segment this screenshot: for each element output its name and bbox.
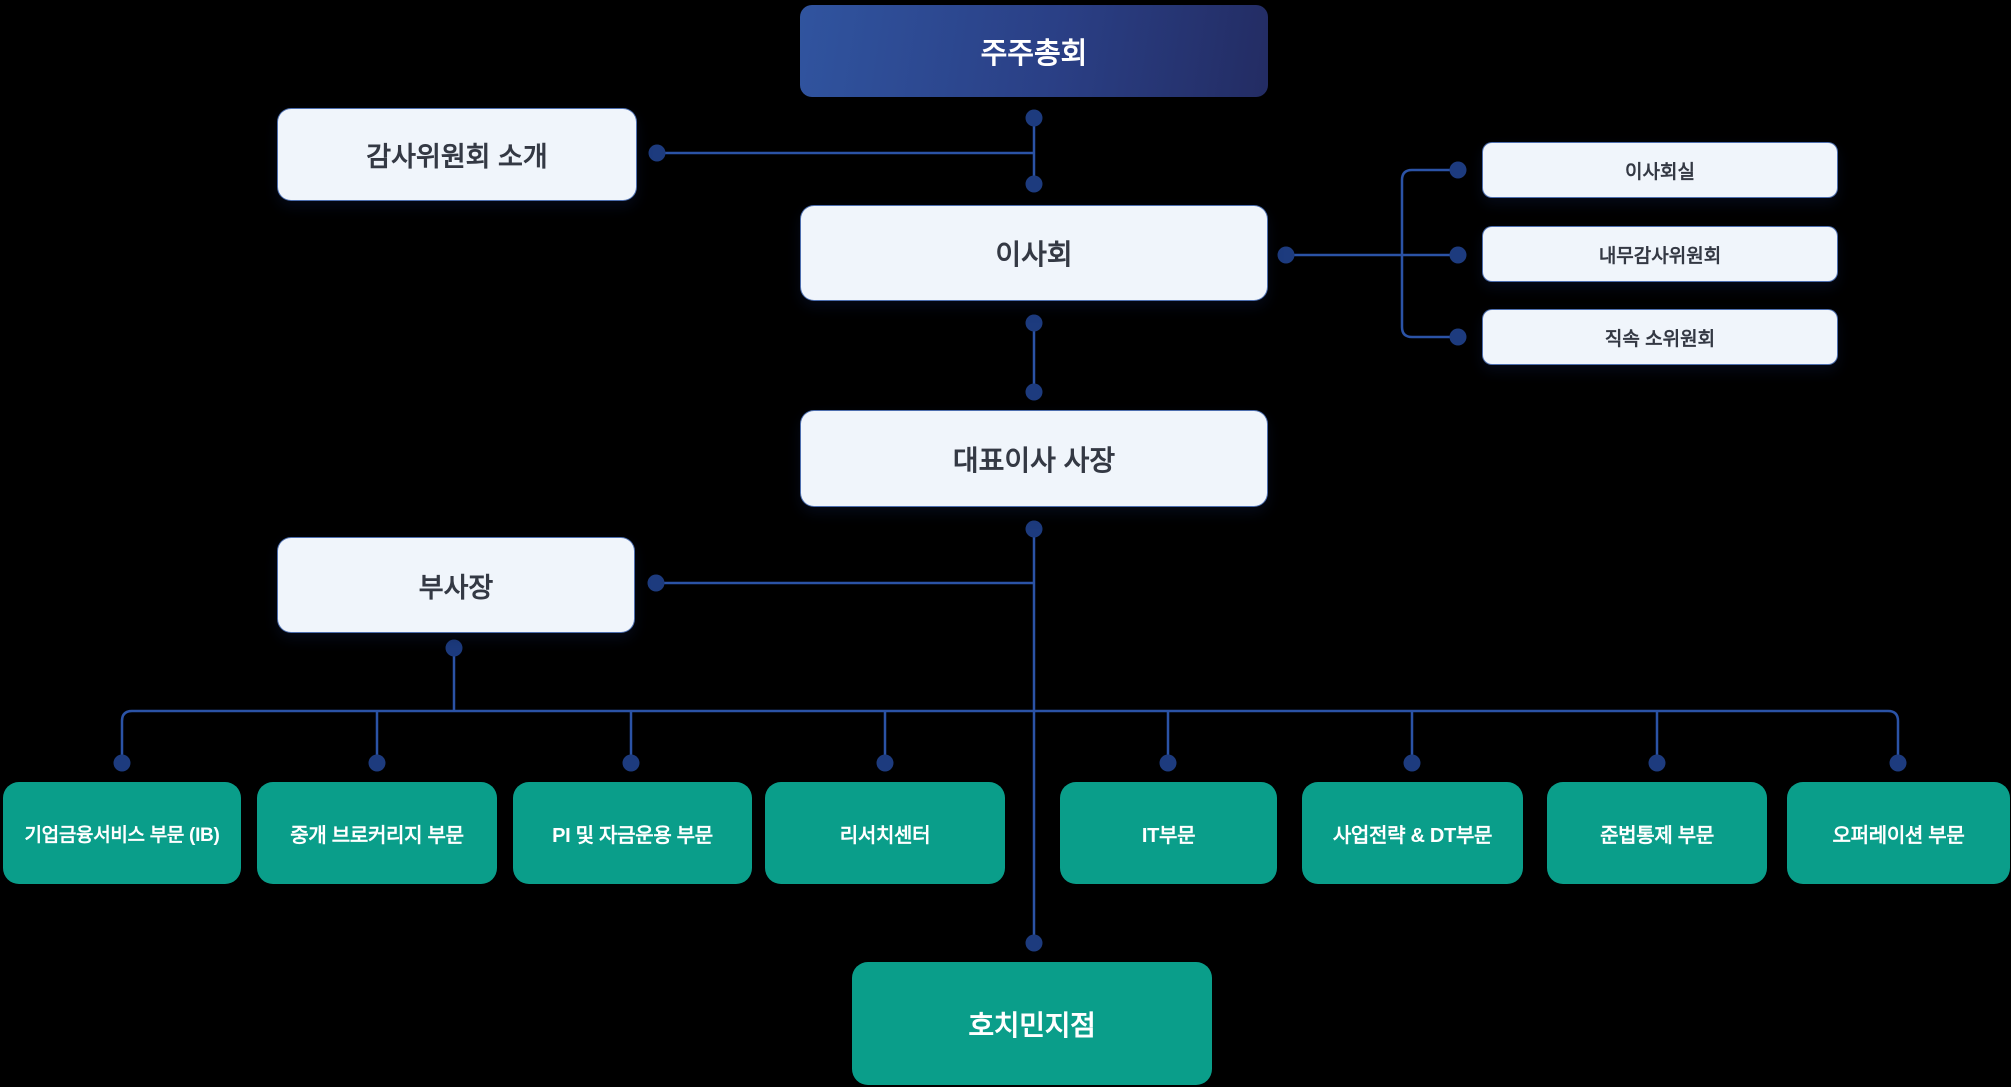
node-board-of-directors: 이사회 — [800, 205, 1268, 301]
node-division-corporate-finance-ib: 기업금융서비스 부문 (IB) — [3, 782, 241, 884]
node-division-it: IT부문 — [1060, 782, 1277, 884]
node-direct-subcommittee: 직속 소위원회 — [1482, 309, 1838, 365]
node-division-brokerage: 중개 브로커리지 부문 — [257, 782, 497, 884]
node-vice-president: 부사장 — [277, 537, 635, 633]
node-division-operations: 오퍼레이션 부문 — [1787, 782, 2010, 884]
node-shareholders-meeting: 주주총회 — [800, 5, 1268, 97]
node-internal-audit-committee: 내무감사위원회 — [1482, 226, 1838, 282]
node-division-research-center: 리서치센터 — [765, 782, 1005, 884]
node-division-compliance: 준법통제 부문 — [1547, 782, 1767, 884]
node-division-pi-treasury: PI 및 자금운용 부문 — [513, 782, 752, 884]
node-hochiminh-branch: 호치민지점 — [852, 962, 1212, 1085]
node-audit-committee-intro[interactable]: 감사위원회 소개 — [277, 108, 637, 201]
node-division-strategy-dt: 사업전략 & DT부문 — [1302, 782, 1523, 884]
node-board-room: 이사회실 — [1482, 142, 1838, 198]
node-ceo-president: 대표이사 사장 — [800, 410, 1268, 507]
